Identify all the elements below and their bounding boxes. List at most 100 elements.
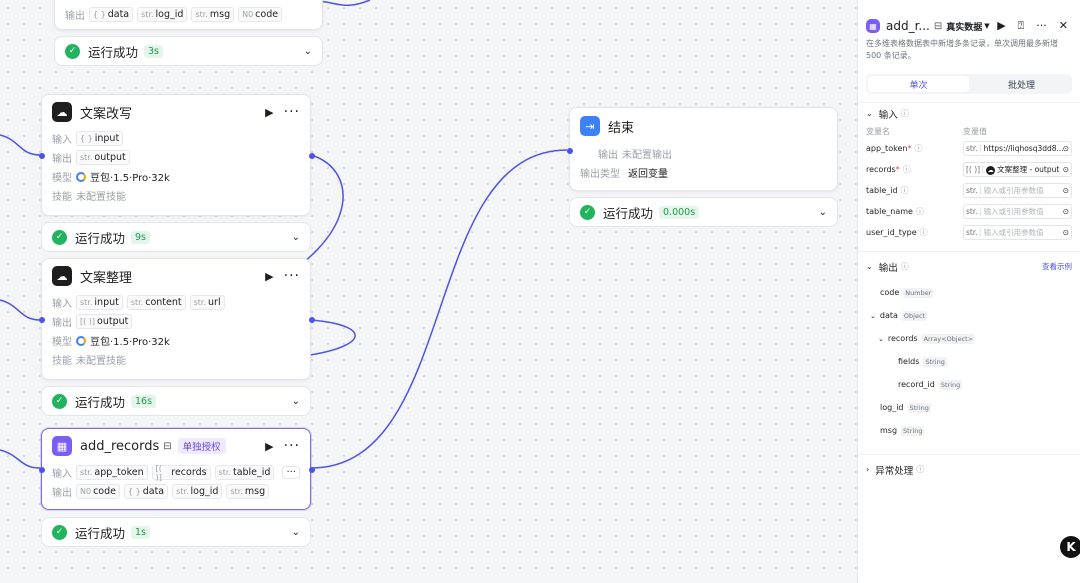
run-icon[interactable]: ▶: [265, 269, 274, 283]
param-input[interactable]: str. 输入或引用参数值 ⊙: [963, 183, 1072, 198]
output-name: msg: [880, 426, 898, 435]
run-mode-tabs: 单次 批处理: [866, 74, 1072, 94]
output-label: 输出: [52, 154, 72, 165]
tab-single[interactable]: 单次: [868, 76, 969, 92]
status-bar-organize[interactable]: ✓ 运行成功 16s ⌄: [41, 386, 311, 416]
output-tag: [( )]output: [76, 314, 133, 329]
auth-icon: ⊟: [933, 20, 943, 32]
chevron-down-icon: ⌄: [866, 109, 873, 118]
status-bar-end[interactable]: ✓ 运行成功 0.000s ⌄: [569, 197, 838, 227]
settings-icon[interactable]: ⊙: [1062, 165, 1069, 174]
input-port[interactable]: [39, 467, 45, 473]
input-port[interactable]: [39, 153, 45, 159]
run-icon[interactable]: ▶: [265, 439, 274, 453]
input-tag: str.url: [189, 295, 225, 310]
param-input[interactable]: [( )] ☁文案整理 - output × ⊙: [963, 162, 1072, 177]
output-section-header[interactable]: ⌄ 输出 ⓘ 查看示例: [858, 251, 1080, 281]
output-name: records: [887, 334, 918, 343]
output-port[interactable]: [309, 153, 315, 159]
run-icon[interactable]: ▶: [265, 105, 274, 119]
chevron-down-icon[interactable]: ⌄: [291, 231, 300, 243]
type-select[interactable]: str.: [964, 207, 981, 216]
auth-badge[interactable]: 单独授权: [177, 438, 226, 454]
node-title: 结束: [608, 120, 635, 136]
settings-icon[interactable]: ⊙: [1062, 186, 1069, 195]
node-end[interactable]: ⇥ 结束 输出 未配置输出 输出类型 返回变量: [567, 107, 838, 191]
output-type: String: [923, 356, 947, 367]
param-name: app_token: [866, 144, 908, 153]
status-bar-rewrite[interactable]: ✓ 运行成功 9s ⌄: [41, 222, 311, 252]
chevron-down-icon[interactable]: ⌄: [303, 45, 312, 57]
node-title: 文案整理: [80, 270, 133, 286]
node-title: add_records: [80, 438, 160, 454]
type-select[interactable]: str.: [964, 186, 981, 195]
param-placeholder: 输入或引用参数值: [983, 228, 1044, 237]
output-name: record_id: [898, 380, 935, 389]
param-placeholder: 输入或引用参数值: [983, 186, 1044, 195]
param-column-header: 变量名 变量值: [858, 124, 1080, 138]
node-title: 文案改写: [80, 106, 133, 122]
input-label: 输入: [52, 135, 72, 146]
data-mode-select[interactable]: 真实数据: [946, 22, 983, 33]
more-icon[interactable]: ···: [283, 438, 300, 454]
param-input[interactable]: str. 输入或引用参数值 ⊙: [963, 225, 1072, 240]
output-tag: str.log_id: [137, 7, 188, 22]
node-organize[interactable]: ☁ 文案整理 ▶ ··· 输入 str.input str.content st…: [39, 258, 315, 380]
skill-label: 技能: [52, 356, 72, 367]
close-icon[interactable]: ✕: [1058, 19, 1068, 32]
view-example-link[interactable]: 查看示例: [1042, 262, 1072, 271]
output-label: 输出: [52, 318, 72, 329]
param-input[interactable]: str. 输入或引用参数值 ⊙: [963, 204, 1072, 219]
exception-section-header[interactable]: › 异常处理 ⓘ: [858, 454, 1080, 484]
tab-batch[interactable]: 批处理: [1007, 80, 1035, 91]
chevron-down-icon: ⌄: [878, 334, 884, 343]
type-select[interactable]: [( )]: [964, 165, 984, 174]
check-icon: ✓: [580, 204, 595, 220]
chevron-down-icon: ⌄: [866, 262, 873, 271]
check-icon: ✓: [52, 229, 67, 245]
info-icon: ⓘ: [900, 186, 909, 195]
type-select[interactable]: str.: [964, 228, 981, 237]
input-tag: [( )]records: [151, 464, 211, 482]
node-rewrite[interactable]: ☁ 文案改写 ▶ ··· 输入 { }input 输出 str.output 模…: [39, 94, 315, 216]
time-badge: 16s: [131, 394, 157, 408]
chevron-down-icon[interactable]: ⌄: [291, 526, 300, 538]
settings-icon[interactable]: ⊙: [1062, 144, 1069, 153]
input-section-header[interactable]: ⌄ 输入 ⓘ: [858, 102, 1080, 124]
param-input[interactable]: str. https://liqhosq3dd8... ⊙: [963, 141, 1072, 156]
output-type: String: [901, 425, 925, 436]
more-icon[interactable]: ···: [283, 104, 300, 120]
input-port[interactable]: [39, 317, 45, 323]
caret-down-icon[interactable]: ▼: [984, 22, 990, 30]
more-icon[interactable]: ···: [283, 268, 300, 284]
help-icon[interactable]: ⍰: [1017, 19, 1025, 32]
time-badge: 1s: [131, 525, 151, 539]
more-inputs-button[interactable]: ···: [282, 466, 300, 479]
output-port[interactable]: [309, 467, 315, 473]
input-port[interactable]: [567, 148, 573, 154]
settings-icon[interactable]: ⊙: [1062, 228, 1069, 237]
chevron-down-icon[interactable]: ⌄: [818, 206, 827, 218]
table-icon: ▦: [866, 19, 880, 33]
settings-icon[interactable]: ⊙: [1062, 207, 1069, 216]
param-value: 文案整理 - output: [997, 165, 1060, 174]
status-bar-top[interactable]: ✓ 运行成功 3s ⌄: [54, 36, 323, 66]
status-bar-add-records[interactable]: ✓ 运行成功 1s ⌄: [41, 517, 311, 547]
chevron-down-icon[interactable]: ⌄: [291, 395, 300, 407]
run-icon[interactable]: ▶: [997, 19, 1006, 32]
param-name: table_id: [866, 186, 898, 195]
clear-icon[interactable]: ×: [1059, 165, 1063, 174]
status-text: 运行成功: [603, 205, 654, 221]
node-add-records[interactable]: ▦ add_records ⊟ 单独授权 ▶ ··· 输入 str.app_to…: [39, 428, 315, 510]
skill-value: 未配置技能: [76, 356, 126, 367]
output-port[interactable]: [309, 317, 315, 323]
type-select[interactable]: str.: [964, 144, 981, 153]
more-icon[interactable]: ···: [1036, 19, 1047, 32]
output-tag: str.msg: [226, 484, 270, 499]
skill-label: 技能: [52, 192, 72, 203]
